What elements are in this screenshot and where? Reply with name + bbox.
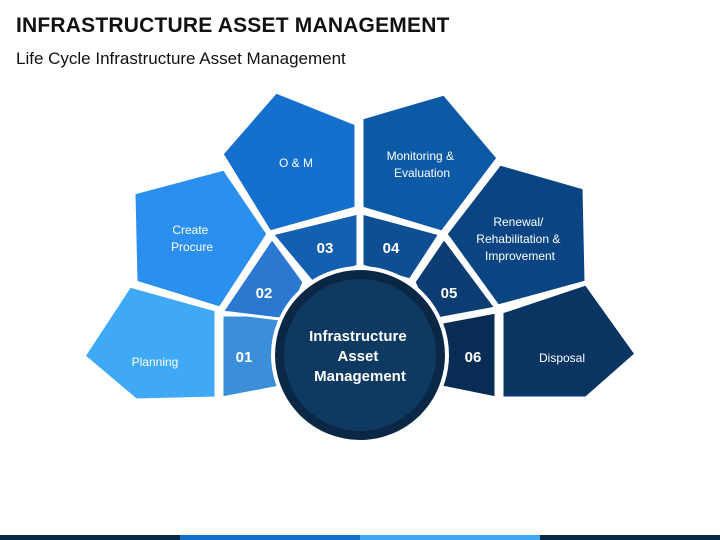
stage-5-number: 05 — [441, 285, 458, 302]
stage-2-label: Create Procure — [171, 223, 213, 254]
stage-2-label-line-1: Create — [172, 223, 208, 237]
stage-6-label: Disposal — [539, 351, 585, 365]
stage-2-pentagon — [132, 167, 270, 310]
stage-3-label-line-1: O & M — [279, 156, 313, 170]
stage-2-label-line-2: Procure — [171, 240, 213, 254]
page-subtitle: Life Cycle Infrastructure Asset Manageme… — [16, 49, 346, 68]
stage-1-label: Planning — [132, 355, 179, 369]
stage-6-number: 06 — [465, 349, 482, 366]
stage-4-label-line-1: Monitoring & — [387, 149, 454, 163]
stage-6-pentagon — [500, 282, 638, 400]
stage-4-pentagon — [360, 92, 500, 234]
center-circle — [284, 279, 436, 431]
stage-5-label-line-3: Improvement — [485, 249, 556, 263]
stage-3-number: 03 — [317, 240, 334, 257]
stage-3-segment — [270, 211, 360, 284]
bottom-bar-segment-2 — [180, 535, 360, 540]
stage-1-label-line-1: Planning — [132, 355, 179, 369]
bottom-bar-segment-3 — [360, 535, 540, 540]
stage-4-label-line-2: Evaluation — [394, 166, 450, 180]
stage-5-label-line-1: Renewal/ — [493, 215, 544, 229]
stage-4-segment — [360, 211, 442, 282]
stage-6-label-line-1: Disposal — [539, 351, 585, 365]
page-title: INFRASTRUCTURE ASSET MANAGEMENT — [16, 14, 450, 37]
stage-3-label: O & M — [279, 156, 313, 170]
center-label: Infrastructure Asset Management — [309, 328, 411, 385]
stage-2-number: 02 — [256, 285, 273, 302]
stage-1-number: 01 — [236, 349, 253, 366]
stage-1-pentagon — [82, 284, 218, 402]
stage-5-pentagon — [444, 162, 588, 308]
center-label-line-3: Management — [314, 368, 406, 385]
bottom-bar-segment-4 — [540, 535, 720, 540]
center-label-line-2: Asset — [337, 348, 378, 365]
stage-5-label: Renewal/ Rehabilitation & Improvement — [476, 215, 563, 263]
stage-5-label-line-2: Rehabilitation & — [476, 232, 560, 246]
stage-3-pentagon — [220, 90, 358, 234]
bottom-accent-bar — [0, 535, 720, 540]
stage-4-number: 04 — [383, 240, 400, 257]
bottom-bar-segment-1 — [0, 535, 180, 540]
center-label-line-1: Infrastructure — [309, 328, 407, 345]
stage-4-label: Monitoring & Evaluation — [387, 149, 458, 180]
